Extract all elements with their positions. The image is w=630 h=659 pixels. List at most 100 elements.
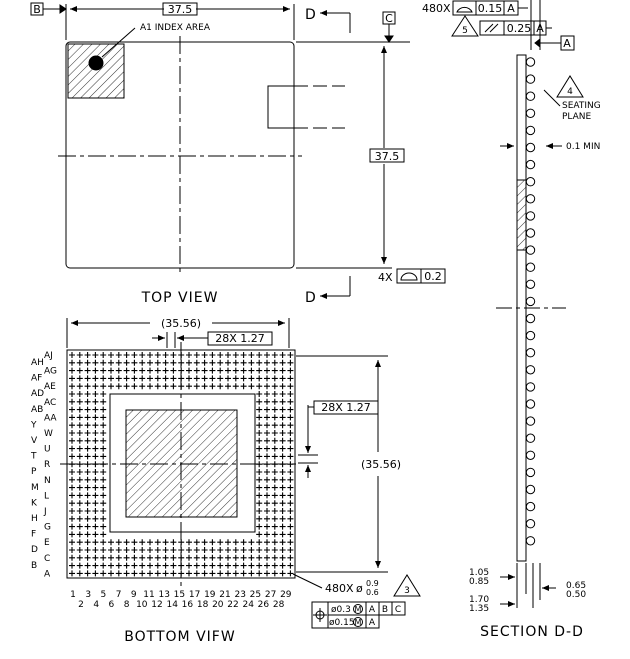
row-label: AF	[31, 374, 42, 384]
solder-ball	[139, 383, 146, 390]
solder-ball	[279, 422, 286, 429]
solder-ball	[92, 508, 99, 514]
parallel-icon-2	[489, 23, 499, 33]
side-ball	[525, 159, 536, 170]
row-label: V	[31, 436, 38, 446]
solder-ball	[76, 352, 83, 358]
solder-ball	[264, 391, 270, 397]
solder-ball	[139, 547, 146, 553]
solder-ball	[108, 359, 114, 366]
section-balls	[525, 57, 536, 546]
side-ball	[525, 501, 536, 512]
pos-tol1-value: ø0.3	[331, 605, 351, 615]
solder-ball	[256, 547, 263, 553]
side-ball	[525, 228, 536, 238]
solder-ball	[271, 531, 278, 538]
column-label: 10	[136, 600, 148, 610]
solder-ball	[100, 570, 107, 577]
solder-ball	[139, 375, 146, 382]
solder-ball	[154, 375, 161, 382]
solder-ball	[123, 352, 130, 358]
solder-ball	[279, 367, 286, 374]
solder-ball	[84, 570, 91, 577]
solder-ball	[279, 562, 286, 569]
solder-ball	[147, 375, 153, 382]
solder-ball	[264, 570, 270, 577]
solder-ball	[69, 500, 75, 507]
solder-ball	[287, 391, 294, 397]
side-ball	[525, 313, 536, 324]
column-label: 17	[189, 590, 200, 600]
solder-ball	[69, 375, 75, 382]
solder-ball	[76, 383, 83, 390]
solder-ball	[100, 547, 107, 553]
bottom-width-dim: (35.56)	[161, 317, 201, 330]
solder-ball	[201, 554, 208, 561]
row-label: AA	[44, 413, 57, 423]
solder-ball	[84, 375, 91, 382]
side-notch	[267, 85, 294, 129]
solder-ball	[225, 383, 231, 390]
pitch-v-label: 28X 1.27	[321, 401, 371, 414]
solder-ball	[92, 453, 99, 460]
solder-ball	[287, 437, 294, 444]
solder-ball	[92, 359, 99, 366]
solder-ball	[217, 547, 224, 553]
solder-ball	[69, 469, 75, 475]
solder-ball	[76, 492, 83, 499]
note-4-triangle	[556, 75, 584, 98]
solder-ball	[240, 375, 247, 382]
side-ball	[525, 125, 536, 136]
note-5-number: 5	[462, 26, 468, 36]
row-label: R	[44, 460, 50, 470]
row-label: F	[31, 530, 36, 540]
solder-ball	[147, 539, 153, 546]
column-label: 5	[101, 590, 107, 600]
solder-ball	[108, 562, 114, 569]
solder-ball	[256, 367, 263, 374]
solder-ball	[225, 359, 231, 366]
pos-tol1-ref-b: B	[382, 605, 388, 615]
solder-ball	[279, 414, 286, 421]
solder-ball	[279, 453, 286, 460]
solder-ball	[287, 554, 294, 561]
solder-ball	[131, 367, 138, 374]
column-label: 20	[212, 600, 224, 610]
solder-ball	[115, 375, 122, 382]
solder-ball	[287, 469, 294, 475]
solder-ball	[84, 547, 91, 553]
solder-ball	[123, 562, 130, 569]
solder-ball	[69, 570, 75, 577]
solder-ball	[256, 523, 263, 530]
section-mark-bottom: D	[305, 290, 317, 306]
solder-ball	[287, 547, 294, 553]
solder-ball	[264, 422, 270, 429]
row-label: G	[44, 523, 51, 533]
solder-ball	[248, 547, 255, 553]
column-label: 2	[78, 600, 84, 610]
solder-ball	[84, 523, 91, 530]
solder-ball	[139, 570, 146, 577]
solder-ball	[100, 508, 107, 514]
pos-tol2-ref: A	[369, 618, 376, 628]
solder-ball	[279, 554, 286, 561]
solder-ball	[271, 352, 278, 358]
profile-surface-icon	[400, 272, 418, 281]
solder-ball	[76, 359, 83, 366]
solder-ball	[76, 531, 83, 538]
solder-ball	[162, 352, 169, 358]
column-label: 14	[166, 600, 178, 610]
solder-ball	[76, 547, 83, 553]
solder-ball	[248, 383, 255, 390]
solder-ball	[256, 562, 263, 569]
solder-ball	[100, 367, 107, 374]
solder-ball	[162, 367, 169, 374]
column-label: 28	[273, 600, 285, 610]
solder-ball	[69, 453, 75, 460]
solder-ball	[248, 375, 255, 382]
solder-ball	[271, 500, 278, 507]
solder-ball	[100, 406, 107, 413]
solder-ball	[256, 484, 263, 491]
